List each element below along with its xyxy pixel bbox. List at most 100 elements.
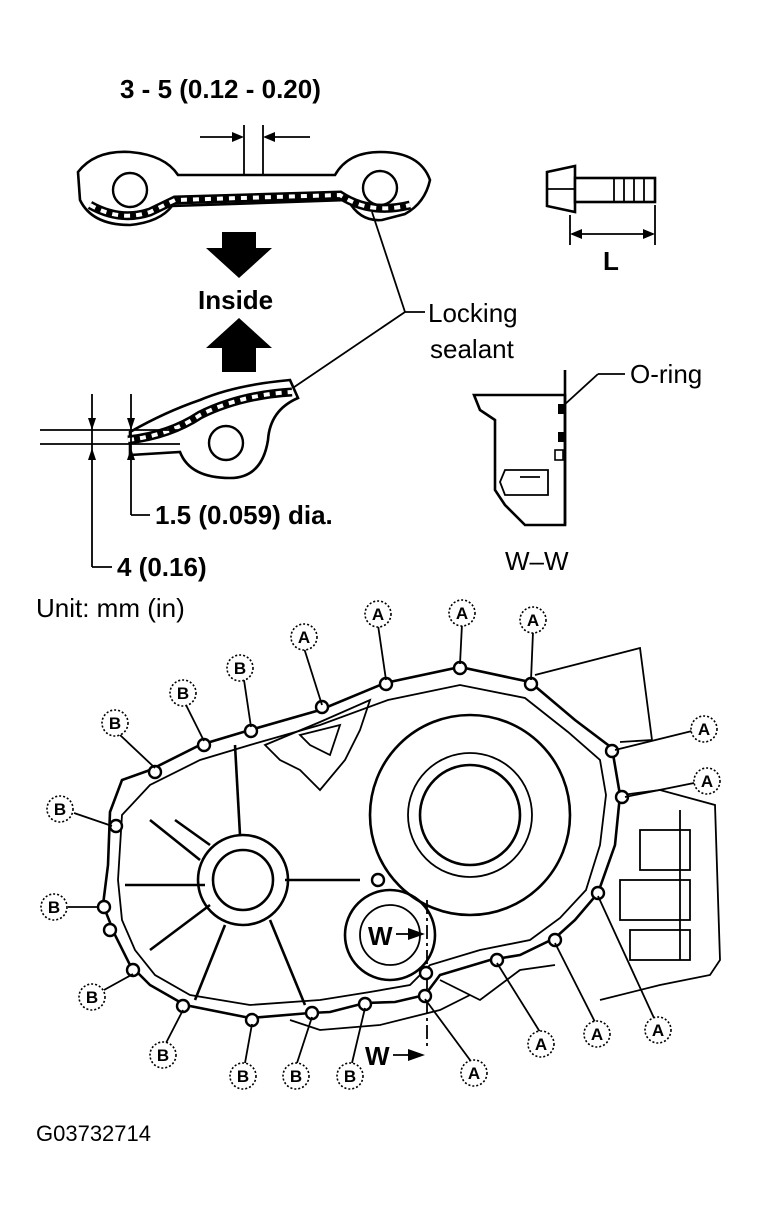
left-bore-outer (196, 833, 290, 927)
bolt-shank (573, 176, 657, 204)
o-ring-leader (562, 373, 599, 407)
callout-a6-label: A (701, 772, 713, 791)
rib-3 (149, 903, 211, 952)
callouts-b: B B B B B B B B B B (40, 654, 364, 1090)
bead-arrowhead-bottom (127, 448, 135, 460)
callout-a3-label: A (456, 604, 468, 623)
callout-b4: B (46, 795, 74, 823)
figure-id: G03732714 (36, 1121, 151, 1146)
callout-a4: A (519, 606, 547, 634)
lower-flange (128, 378, 300, 480)
arrow-up-icon (206, 318, 272, 372)
bolt-hole-a11 (417, 988, 433, 1004)
callout-a2: A (364, 600, 392, 628)
rib-8 (174, 818, 211, 847)
bead-offset-label: 4 (0.16) (117, 552, 207, 582)
callout-b4-label: B (54, 800, 66, 819)
bolt-length-arrowhead-right (643, 229, 655, 239)
offset-arrowhead-bottom (88, 448, 96, 460)
bolt-hole-a1 (314, 699, 330, 715)
section-ww-body (472, 393, 567, 527)
gap-dimension-label: 3 - 5 (0.12 - 0.20) (120, 74, 321, 104)
callout-b5-label: B (48, 898, 60, 917)
left-bore-inner (211, 848, 275, 912)
arrow-down-icon (206, 232, 272, 278)
leader-a1 (303, 647, 323, 706)
section-ww-detail: O-ring W–W (472, 359, 702, 576)
callout-b6: B (78, 983, 106, 1011)
callout-a8-label: A (591, 1025, 603, 1044)
callout-a9: A (527, 1030, 555, 1058)
bolt-holes (96, 660, 630, 1028)
housing-boss-2 (619, 879, 691, 921)
large-bore-inner (418, 763, 522, 867)
callout-b9-label: B (290, 1067, 302, 1086)
callout-a7-label: A (652, 1021, 664, 1040)
callout-leaders (68, 623, 695, 1064)
leader-a7 (597, 895, 655, 1019)
leader-b8 (244, 1023, 253, 1064)
callout-b3-label: B (109, 714, 121, 733)
callout-b2: B (169, 679, 197, 707)
housing-tab (534, 646, 654, 743)
section-ww-bore (499, 469, 549, 496)
lower-lip (289, 994, 471, 1031)
callout-a4-label: A (527, 611, 539, 630)
gap-arrowhead-right (263, 132, 275, 142)
housing-boss-1 (639, 829, 691, 871)
callout-a6: A (693, 767, 721, 795)
bolt-hole-a7 (590, 885, 606, 901)
bead-arrowhead-top (127, 418, 135, 430)
leader-b2 (185, 704, 205, 742)
bolt-hole-a9 (489, 952, 505, 968)
callout-a5-label: A (698, 720, 710, 739)
bolt-hole-b11 (102, 922, 118, 938)
bolt-hole-a10 (418, 965, 434, 981)
rib-7 (233, 744, 242, 836)
locking-sealant-label-line2: sealant (430, 334, 515, 364)
leader-a2 (377, 624, 387, 681)
callout-a1: A (290, 623, 318, 651)
callout-a7: A (644, 1016, 672, 1044)
o-ring-mark-1 (558, 404, 566, 414)
lower-tail (439, 964, 556, 1002)
bolt-hole-a12 (370, 872, 386, 888)
leader-b9 (296, 1016, 313, 1064)
callout-a3: A (448, 599, 476, 627)
section-arrow-upper (408, 928, 425, 940)
upper-flange-hole-right (361, 169, 399, 207)
leader-b10 (351, 1007, 366, 1064)
bolt-hole-b3 (147, 764, 163, 780)
bolt-length-label: L (603, 246, 619, 276)
case-outline (101, 665, 622, 1020)
large-bore-ring (407, 752, 533, 878)
gap-arrowhead-left (232, 132, 244, 142)
bolt-detail: L (545, 164, 657, 276)
callout-b7: B (149, 1041, 177, 1069)
section-arrow-lower (408, 1049, 425, 1061)
section-view-label: W–W (505, 546, 569, 576)
housing-boss-3 (629, 929, 691, 961)
section-marker-lower: W (365, 1041, 390, 1071)
web-pocket (263, 698, 372, 792)
callout-b2-label: B (177, 684, 189, 703)
offset-arrowhead-top (88, 418, 96, 430)
leader-a8 (554, 942, 596, 1023)
upper-flange-hole-left (111, 171, 149, 209)
web-pocket-inner (298, 723, 342, 757)
callout-b3: B (101, 709, 129, 737)
bolt-length-arrowhead-left (570, 229, 582, 239)
callout-a10: A (460, 1059, 488, 1087)
callout-b8: B (229, 1062, 257, 1090)
callout-a8: A (583, 1020, 611, 1048)
o-ring-label: O-ring (630, 359, 702, 389)
callout-b8-label: B (237, 1067, 249, 1086)
sealant-leader-upper (371, 211, 406, 313)
leader-a10 (424, 998, 471, 1061)
rib-4 (193, 924, 227, 1001)
o-ring-groove (554, 449, 564, 461)
section-marker-upper: W (368, 921, 393, 951)
locking-sealant-label-line1: Locking (428, 298, 518, 328)
